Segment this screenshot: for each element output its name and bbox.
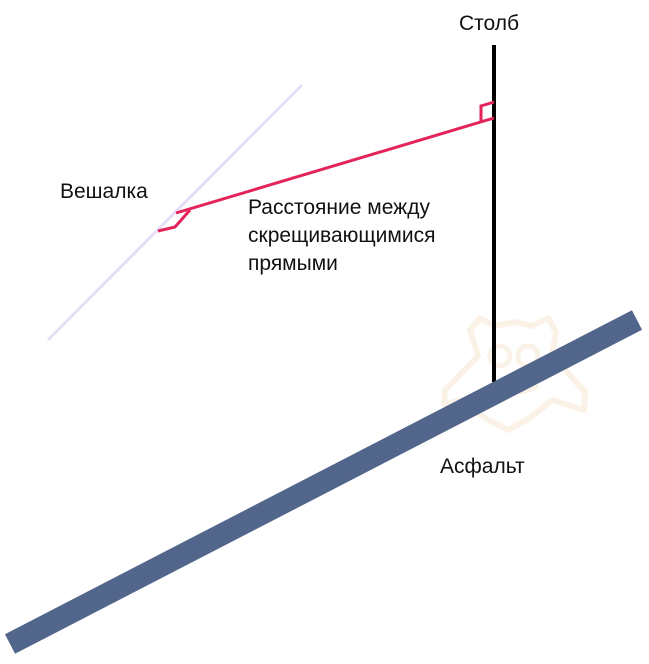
distance-label-line: скрещивающимися xyxy=(248,224,436,247)
right-angle-marker-hanger xyxy=(157,209,192,233)
asphalt-line xyxy=(4,310,643,654)
distance-label-line: прямыми xyxy=(248,252,338,275)
distance-label-line: Расстояние между xyxy=(248,196,430,219)
hanger-label: Вешалка xyxy=(60,180,148,203)
pole-label: Столб xyxy=(459,12,520,35)
asphalt-label: Асфальт xyxy=(440,455,525,478)
right-angle-marker-pole xyxy=(479,100,495,122)
hanger-line xyxy=(46,83,304,342)
distance-segment xyxy=(175,116,495,215)
distance-label: Расстояние между скрещивающимися прямыми xyxy=(248,194,435,278)
